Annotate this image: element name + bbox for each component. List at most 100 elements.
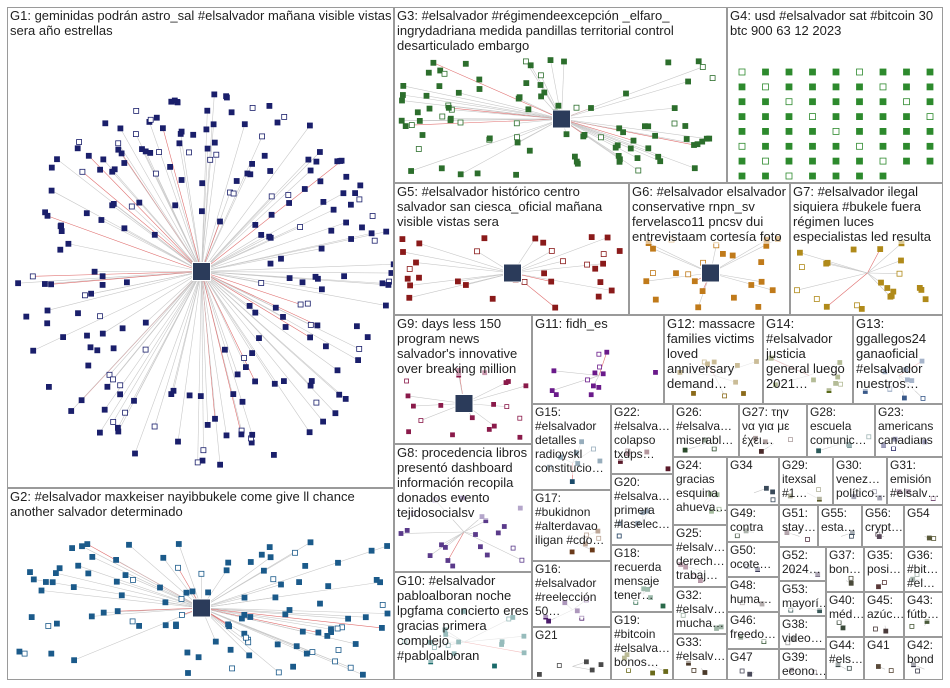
node	[553, 392, 559, 397]
node	[418, 418, 424, 423]
node	[563, 131, 570, 138]
node	[426, 105, 433, 112]
node	[585, 377, 590, 383]
node	[416, 274, 422, 281]
node	[649, 270, 656, 276]
hub-node	[503, 263, 522, 283]
edge	[145, 151, 202, 272]
edge	[201, 271, 253, 354]
node	[404, 528, 410, 533]
edge	[201, 597, 276, 609]
node	[604, 349, 610, 355]
node	[57, 246, 64, 253]
node	[832, 113, 840, 120]
node	[282, 324, 289, 330]
hub-node	[552, 109, 571, 129]
node	[110, 345, 117, 352]
node	[172, 202, 179, 209]
edge	[107, 271, 202, 388]
node	[230, 190, 237, 197]
group-g52: G52: 2024…	[779, 547, 826, 581]
group-g7: G7: #elsalvador ilegal siquiera #bukele …	[790, 183, 943, 315]
node	[167, 163, 174, 170]
node	[79, 168, 86, 175]
node	[764, 485, 769, 491]
node	[171, 97, 178, 104]
edge	[463, 385, 526, 404]
group-g43: G43: fútb…	[904, 592, 943, 637]
node	[49, 579, 56, 586]
group-label: G42: bond	[907, 638, 941, 666]
node	[879, 142, 887, 150]
edge	[47, 271, 202, 311]
node	[584, 261, 591, 268]
node	[738, 113, 746, 120]
node	[600, 260, 607, 267]
node	[136, 199, 143, 206]
node	[883, 628, 889, 634]
node	[551, 368, 557, 374]
node	[132, 450, 138, 457]
group-label: G13: ggallegos24 ganaoficial #elsalvador…	[856, 316, 941, 391]
node	[68, 408, 75, 414]
node	[501, 524, 507, 529]
node	[663, 669, 669, 674]
node	[650, 245, 656, 252]
node	[596, 351, 602, 357]
node	[147, 116, 154, 123]
edge	[561, 118, 707, 140]
edge	[401, 100, 562, 120]
node	[755, 304, 762, 310]
node	[769, 287, 776, 294]
edge	[572, 666, 593, 671]
group-g44: G44: #els…	[826, 637, 864, 680]
node	[225, 621, 232, 628]
node	[299, 279, 306, 286]
node	[402, 123, 409, 129]
node	[318, 245, 325, 252]
group-g40: G40: méd…	[826, 592, 864, 637]
edge	[429, 531, 465, 556]
edge	[134, 271, 202, 454]
edges	[18, 94, 393, 465]
node	[76, 139, 82, 145]
edge	[652, 248, 711, 274]
node	[592, 370, 598, 376]
node	[313, 158, 320, 165]
node	[450, 563, 456, 569]
edge	[201, 271, 360, 350]
node	[691, 391, 696, 396]
node	[738, 172, 746, 180]
node	[546, 618, 552, 624]
node	[695, 58, 702, 65]
edge	[102, 271, 202, 334]
edge	[116, 581, 202, 609]
node	[280, 378, 287, 385]
node	[316, 149, 323, 155]
node	[515, 95, 522, 102]
node	[261, 152, 268, 159]
node	[88, 613, 95, 620]
node	[293, 643, 300, 650]
node	[438, 165, 445, 172]
node	[228, 109, 235, 116]
node	[884, 285, 891, 291]
node	[673, 270, 679, 277]
edge	[441, 531, 465, 546]
node	[285, 192, 292, 198]
node	[38, 587, 45, 594]
edge	[33, 579, 202, 609]
node	[274, 641, 281, 648]
node	[896, 270, 903, 277]
node	[266, 103, 273, 109]
edge	[598, 352, 608, 376]
node	[612, 144, 619, 151]
node	[486, 427, 492, 432]
group-g12: G12: massacre families victims loved ann…	[664, 315, 763, 404]
node	[207, 156, 214, 163]
node	[785, 83, 793, 91]
node	[56, 565, 63, 572]
node	[404, 275, 411, 282]
node	[699, 138, 706, 145]
node	[357, 182, 364, 189]
